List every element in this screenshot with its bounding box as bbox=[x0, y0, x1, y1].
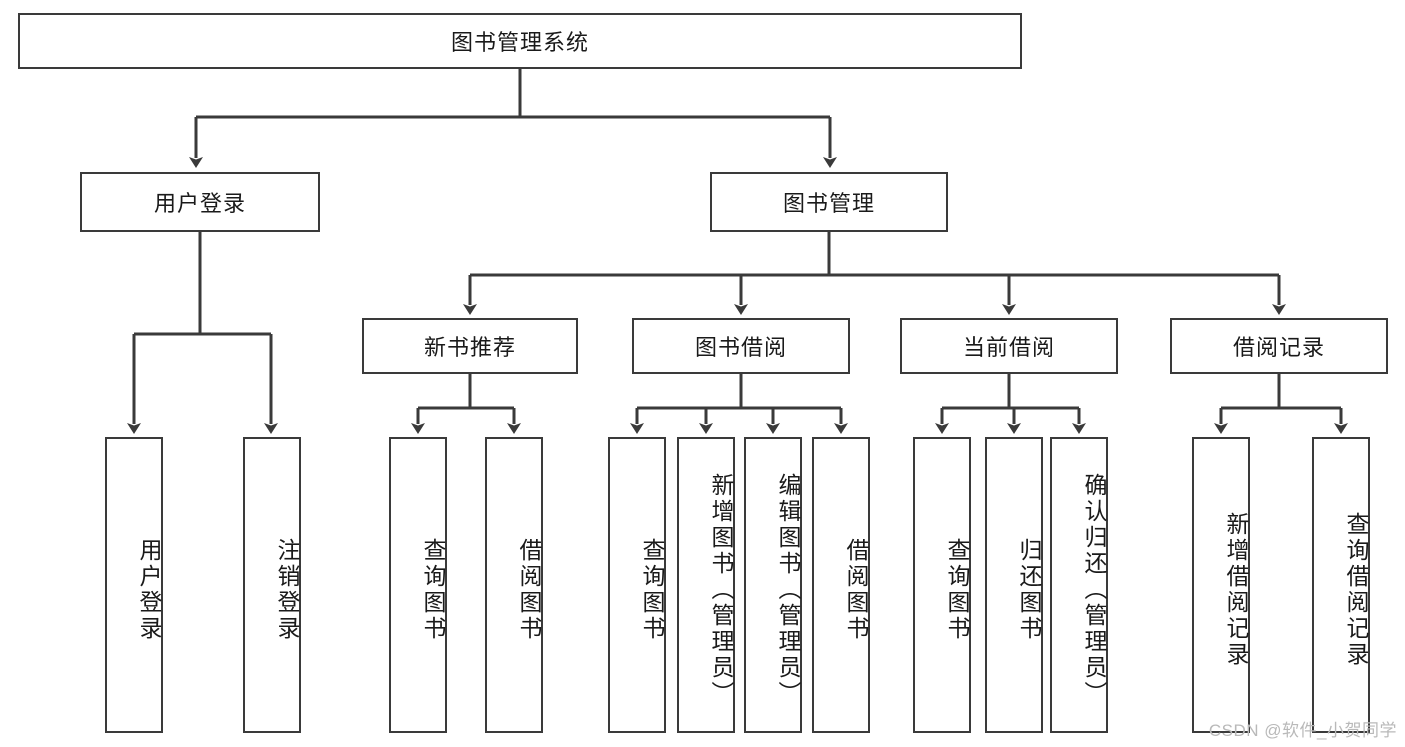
node-borrow-record[interactable]: 借阅记录 bbox=[1170, 318, 1388, 374]
watermark: CSDN @软件_小贺同学 bbox=[1208, 721, 1397, 740]
leaf-add-borrow-record-label: 新增借阅记录 bbox=[1223, 512, 1249, 668]
node-borrow-record-label: 借阅记录 bbox=[1232, 335, 1325, 360]
leaf-borrow-book-label: 借阅图书 bbox=[843, 538, 869, 642]
leaf-add-book-admin-label: 新增图书（管理员） bbox=[708, 473, 734, 707]
leaf-borrow-book[interactable]: 借阅图书 bbox=[812, 437, 870, 733]
leaf-logout-login-label: 注销登录 bbox=[274, 538, 300, 642]
leaf-logout-login[interactable]: 注销登录 bbox=[243, 437, 301, 733]
leaf-edit-book-admin-label: 编辑图书（管理员） bbox=[775, 473, 801, 707]
node-user-login-label: 用户登录 bbox=[153, 191, 246, 216]
leaf-add-borrow-record[interactable]: 新增借阅记录 bbox=[1192, 437, 1250, 733]
leaf-confirm-return-admin[interactable]: 确认归还（管理员） bbox=[1050, 437, 1108, 733]
leaf-return-book-label: 归还图书 bbox=[1016, 538, 1042, 642]
node-new-book-recommend-label: 新书推荐 bbox=[423, 335, 516, 360]
leaf-query-book-new-label: 查询图书 bbox=[420, 538, 446, 642]
node-book-borrow-label: 图书借阅 bbox=[694, 335, 787, 360]
leaf-user-login-label: 用户登录 bbox=[136, 538, 162, 642]
leaf-borrow-book-new-label: 借阅图书 bbox=[516, 538, 542, 642]
node-user-login[interactable]: 用户登录 bbox=[80, 172, 320, 232]
leaf-user-login[interactable]: 用户登录 bbox=[105, 437, 163, 733]
leaf-query-book-new[interactable]: 查询图书 bbox=[389, 437, 447, 733]
leaf-return-book[interactable]: 归还图书 bbox=[985, 437, 1043, 733]
leaf-borrow-book-new[interactable]: 借阅图书 bbox=[485, 437, 543, 733]
leaf-query-book-borrow[interactable]: 查询图书 bbox=[608, 437, 666, 733]
node-book-manage[interactable]: 图书管理 bbox=[710, 172, 948, 232]
node-book-manage-label: 图书管理 bbox=[782, 191, 875, 216]
leaf-add-book-admin[interactable]: 新增图书（管理员） bbox=[677, 437, 735, 733]
node-root-label: 图书管理系统 bbox=[450, 30, 589, 55]
node-book-borrow[interactable]: 图书借阅 bbox=[632, 318, 850, 374]
leaf-confirm-return-admin-label: 确认归还（管理员） bbox=[1081, 473, 1107, 707]
leaf-query-book-borrow-label: 查询图书 bbox=[639, 538, 665, 642]
node-root[interactable]: 图书管理系统 bbox=[18, 13, 1022, 69]
leaf-edit-book-admin[interactable]: 编辑图书（管理员） bbox=[744, 437, 802, 733]
leaf-query-book-current-label: 查询图书 bbox=[944, 538, 970, 642]
leaf-query-borrow-record-label: 查询借阅记录 bbox=[1343, 512, 1369, 668]
leaf-query-book-current[interactable]: 查询图书 bbox=[913, 437, 971, 733]
leaf-query-borrow-record[interactable]: 查询借阅记录 bbox=[1312, 437, 1370, 733]
node-current-borrow[interactable]: 当前借阅 bbox=[900, 318, 1118, 374]
node-current-borrow-label: 当前借阅 bbox=[962, 335, 1055, 360]
node-new-book-recommend[interactable]: 新书推荐 bbox=[362, 318, 578, 374]
